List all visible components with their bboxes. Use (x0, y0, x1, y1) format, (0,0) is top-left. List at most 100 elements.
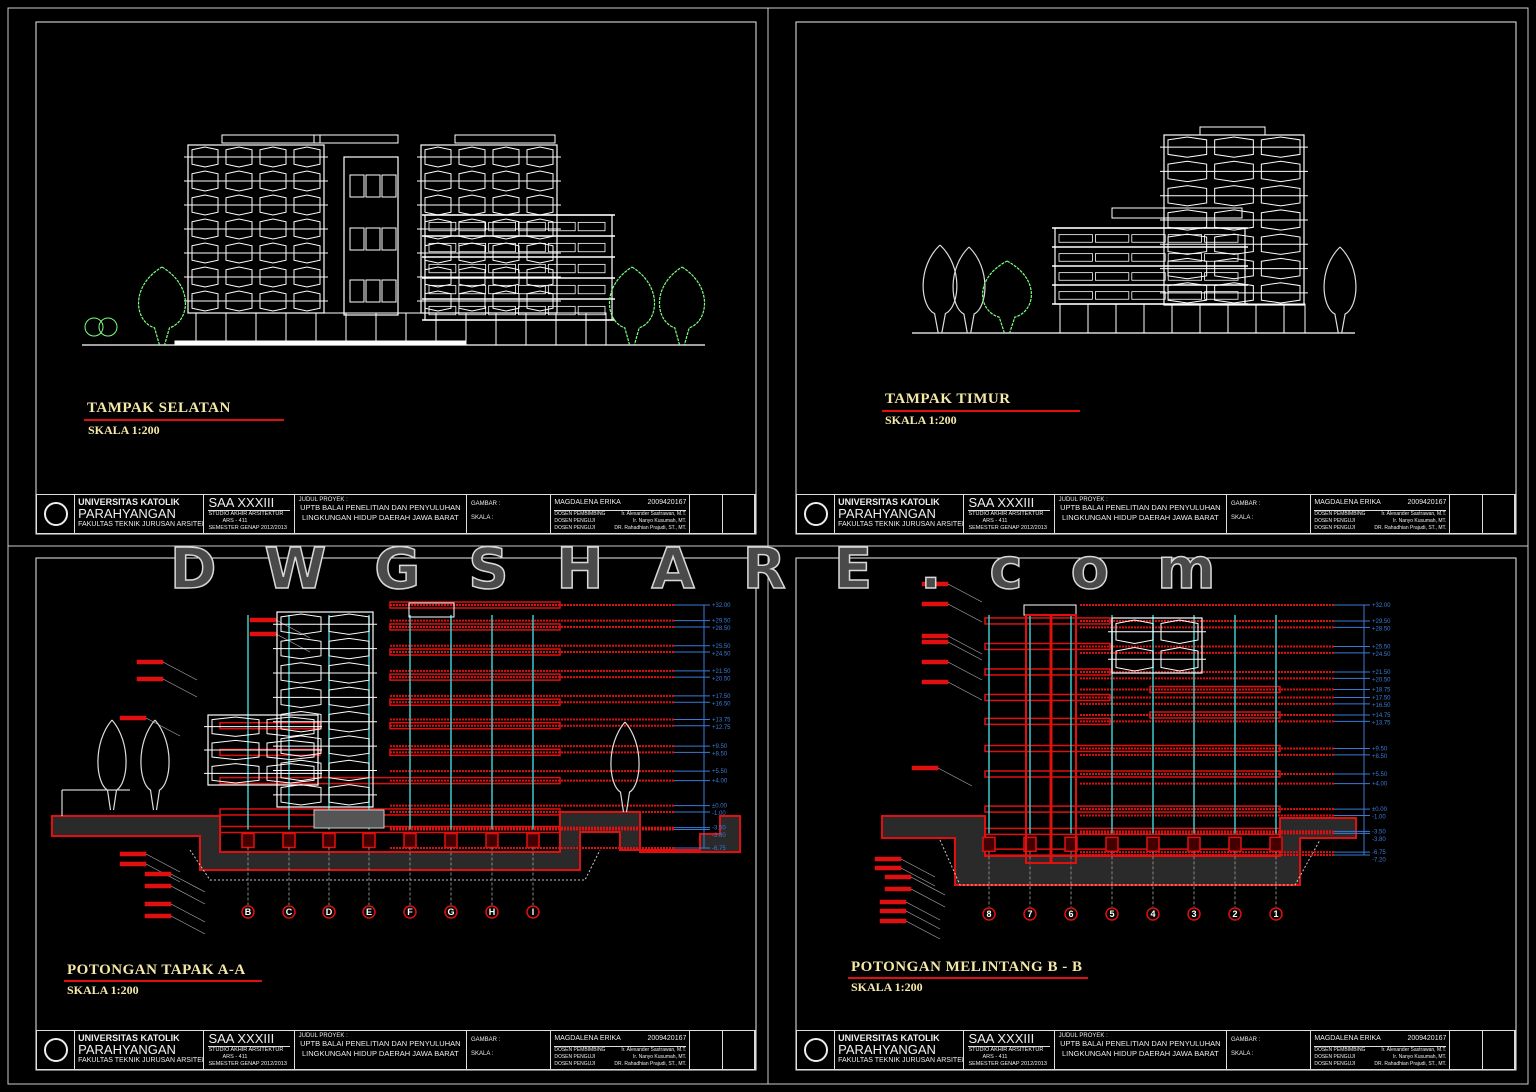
grid-axis-label: 8 (986, 909, 991, 919)
tree (952, 246, 986, 334)
window-hex (280, 710, 322, 733)
examiner-label: DOSEN PENGUJI (1314, 525, 1356, 531)
pile-cap (1146, 836, 1160, 853)
supervisor: Ir. Alexander Sastrawan, M.T. (621, 511, 687, 517)
window (428, 263, 457, 274)
level-label: -3.80 (1372, 837, 1386, 843)
sheet-frames (7, 7, 1529, 1085)
grid-axis-label: B (245, 907, 252, 917)
panel-title-tampak-selatan: TAMPAK SELATAN (87, 400, 231, 416)
faculty: FAKULTAS TEKNIK JURUSAN ARSITEKTUR (78, 521, 203, 528)
project-title-2: LINGKUNGAN HIDUP DAERAH JAWA BARAT (1061, 513, 1219, 522)
examiner-label: DOSEN PENGUJI (554, 518, 596, 524)
leader-line (905, 920, 941, 940)
roof-parapet (221, 134, 321, 144)
window-hex (1167, 160, 1208, 183)
window-hex (458, 146, 486, 168)
course-code: SAA XXXIII (968, 496, 1050, 511)
scale-label: SKALA : (1231, 515, 1254, 521)
window-hex (280, 686, 322, 709)
scale-label: SKALA : (471, 1051, 494, 1057)
window-hex (328, 637, 370, 660)
level-label: +4.00 (1372, 782, 1388, 788)
university-name: UNIVERSITAS KATOLIK (838, 1033, 940, 1043)
tree (97, 719, 127, 811)
window-hex (280, 735, 322, 757)
pile-cap (403, 832, 417, 849)
title-underline (84, 419, 284, 421)
leader-line (170, 915, 206, 935)
sheet-count-box (1483, 1031, 1515, 1069)
grid-axis-label: 1 (1273, 909, 1278, 919)
level-label: +17.50 (712, 694, 731, 700)
window-hex (211, 716, 260, 737)
level-label: +29.50 (1372, 619, 1391, 625)
university-name: UNIVERSITAS KATOLIK (78, 497, 180, 507)
window-hex (1167, 185, 1208, 207)
annotation-tag (249, 631, 277, 637)
window-hex (526, 170, 554, 192)
level-label: -3.50 (1372, 829, 1386, 835)
window (488, 305, 516, 316)
window (1058, 272, 1093, 281)
panel-title-tampak-timur: TAMPAK TIMUR (885, 391, 1011, 407)
level-label: +25.50 (1372, 644, 1391, 650)
annotation-tag (874, 856, 902, 862)
floor-slab (984, 693, 1111, 702)
examiner: DR. Rahadhian Prajudi, ST., MT. (1374, 1061, 1447, 1067)
drawing-label: GAMBAR : (1231, 501, 1261, 507)
level-label: +21.50 (712, 669, 731, 675)
grid-axis-label: C (286, 907, 293, 917)
window (428, 221, 457, 232)
grid-bubble (444, 905, 458, 919)
ground-section (51, 811, 741, 871)
grid-bubble (403, 905, 417, 919)
floor-slab (984, 717, 1111, 726)
window (365, 227, 381, 251)
grid-axis-label: 6 (1068, 909, 1073, 919)
grid-bubble (1146, 907, 1160, 921)
pile-cap (444, 832, 458, 849)
tree (610, 721, 640, 813)
window (547, 263, 576, 274)
student-id: 2009420167 (1407, 499, 1447, 506)
window-hex (191, 170, 219, 192)
university-name: UNIVERSITAS KATOLIK (78, 1033, 180, 1043)
level-label: +5.50 (1372, 772, 1388, 778)
window (1095, 253, 1130, 262)
shrub (84, 317, 104, 337)
faculty: FAKULTAS TEKNIK JURUSAN ARSITEKTUR (78, 1057, 203, 1064)
level-label: +5.50 (712, 769, 728, 775)
window-hex (259, 266, 287, 288)
seal-icon (43, 502, 68, 526)
window-hex (259, 290, 287, 312)
student-name: MAGDALENA ERIKA (1314, 499, 1381, 506)
window (1167, 253, 1202, 262)
window-hex (458, 170, 486, 192)
window (349, 227, 365, 251)
level-label: +4.00 (712, 779, 728, 785)
level-label: +13.75 (712, 717, 731, 723)
annotation-tag (249, 617, 277, 623)
window-hex (191, 290, 219, 312)
examiner: Ir. Nanyo Kusumah, MT. (633, 1054, 687, 1060)
panel-title-potongan-a-a: POTONGAN TAPAK A-A (67, 962, 246, 978)
window (349, 279, 365, 303)
level-label: -1.00 (1372, 815, 1386, 821)
sheet-number-box (690, 1031, 723, 1069)
window (518, 263, 546, 274)
window (1204, 234, 1239, 243)
level-label: +28.50 (712, 626, 731, 632)
course-code: SAA XXXIII (208, 1032, 290, 1047)
grid-axis-label: 5 (1109, 909, 1114, 919)
scale-label: SKALA : (471, 515, 494, 521)
course-name: STUDIO AKHIR ARSITEKTUR (208, 1047, 284, 1053)
project-label: JUDUL PROYEK : (298, 1033, 348, 1039)
annotation-tag (879, 918, 907, 924)
level-label: +24.50 (712, 651, 731, 657)
faculty: FAKULTAS TEKNIK JURUSAN ARSITEKTUR (838, 521, 963, 528)
project-label: JUDUL PROYEK : (298, 497, 348, 503)
university-logo (797, 1031, 836, 1069)
course-number: ARS - 411 (222, 518, 248, 524)
